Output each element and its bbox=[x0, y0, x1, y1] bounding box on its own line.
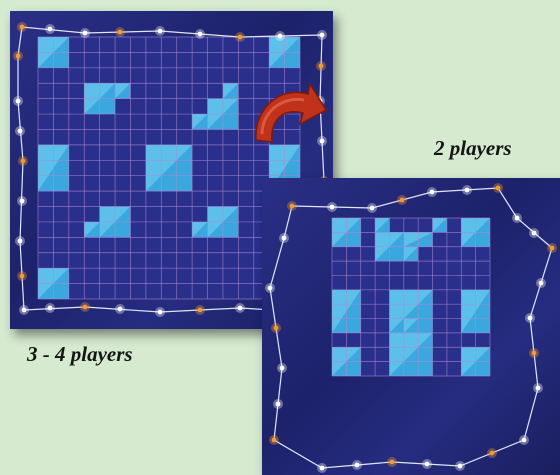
string-light bbox=[238, 306, 243, 311]
string-light bbox=[370, 206, 375, 211]
string-light bbox=[20, 25, 25, 30]
string-light bbox=[274, 326, 279, 331]
string-light bbox=[198, 308, 203, 313]
cyan-tile bbox=[146, 145, 192, 191]
string-light bbox=[319, 64, 324, 69]
string-light bbox=[18, 129, 23, 134]
string-light bbox=[18, 239, 23, 244]
string-light bbox=[320, 466, 325, 471]
string-light bbox=[522, 438, 527, 443]
string-light bbox=[532, 351, 537, 356]
string-light bbox=[22, 308, 27, 313]
string-light bbox=[390, 460, 395, 465]
string-light bbox=[268, 286, 273, 291]
string-light bbox=[272, 438, 277, 443]
string-light bbox=[238, 35, 243, 40]
string-light bbox=[83, 31, 88, 36]
string-light bbox=[20, 274, 25, 279]
cyan-tile bbox=[115, 83, 130, 98]
board-2-art bbox=[262, 178, 560, 475]
string-light bbox=[198, 32, 203, 37]
cyan-tile bbox=[404, 319, 418, 333]
string-light bbox=[355, 463, 360, 468]
cyan-tile bbox=[223, 83, 238, 98]
string-light bbox=[528, 316, 533, 321]
string-light bbox=[539, 281, 544, 286]
cyan-tile bbox=[433, 218, 447, 232]
string-light bbox=[21, 159, 26, 164]
string-light bbox=[290, 204, 295, 209]
string-light bbox=[430, 190, 435, 195]
string-light bbox=[280, 366, 285, 371]
string-light bbox=[490, 451, 495, 456]
string-light bbox=[118, 30, 123, 35]
string-light bbox=[465, 188, 470, 193]
cyan-tile bbox=[375, 218, 389, 232]
board-2-players bbox=[262, 178, 560, 475]
cyan-tile bbox=[84, 222, 99, 237]
curved-arrow-icon bbox=[250, 78, 328, 160]
string-light bbox=[158, 29, 163, 34]
string-light bbox=[20, 199, 25, 204]
string-light bbox=[320, 33, 325, 38]
label-3-4-players: 3 - 4 players bbox=[27, 342, 133, 367]
string-light bbox=[330, 205, 335, 210]
cyan-tile bbox=[404, 247, 418, 261]
string-light bbox=[550, 246, 555, 251]
string-light bbox=[48, 27, 53, 32]
label-2-players: 2 players bbox=[434, 136, 512, 161]
string-light bbox=[532, 231, 537, 236]
string-light bbox=[515, 216, 520, 221]
string-light bbox=[278, 34, 283, 39]
string-light bbox=[118, 307, 123, 312]
cyan-tile bbox=[192, 222, 207, 237]
string-light bbox=[276, 402, 281, 407]
string-light bbox=[83, 305, 88, 310]
string-light bbox=[282, 236, 287, 241]
string-light bbox=[425, 462, 430, 467]
string-light bbox=[16, 54, 21, 59]
string-light bbox=[458, 464, 463, 469]
string-light bbox=[400, 198, 405, 203]
string-light bbox=[496, 186, 501, 191]
string-light bbox=[48, 306, 53, 311]
string-light bbox=[158, 310, 163, 315]
string-light bbox=[16, 99, 21, 104]
cyan-tile bbox=[389, 333, 432, 376]
string-light bbox=[536, 386, 541, 391]
cyan-tile bbox=[192, 114, 207, 129]
